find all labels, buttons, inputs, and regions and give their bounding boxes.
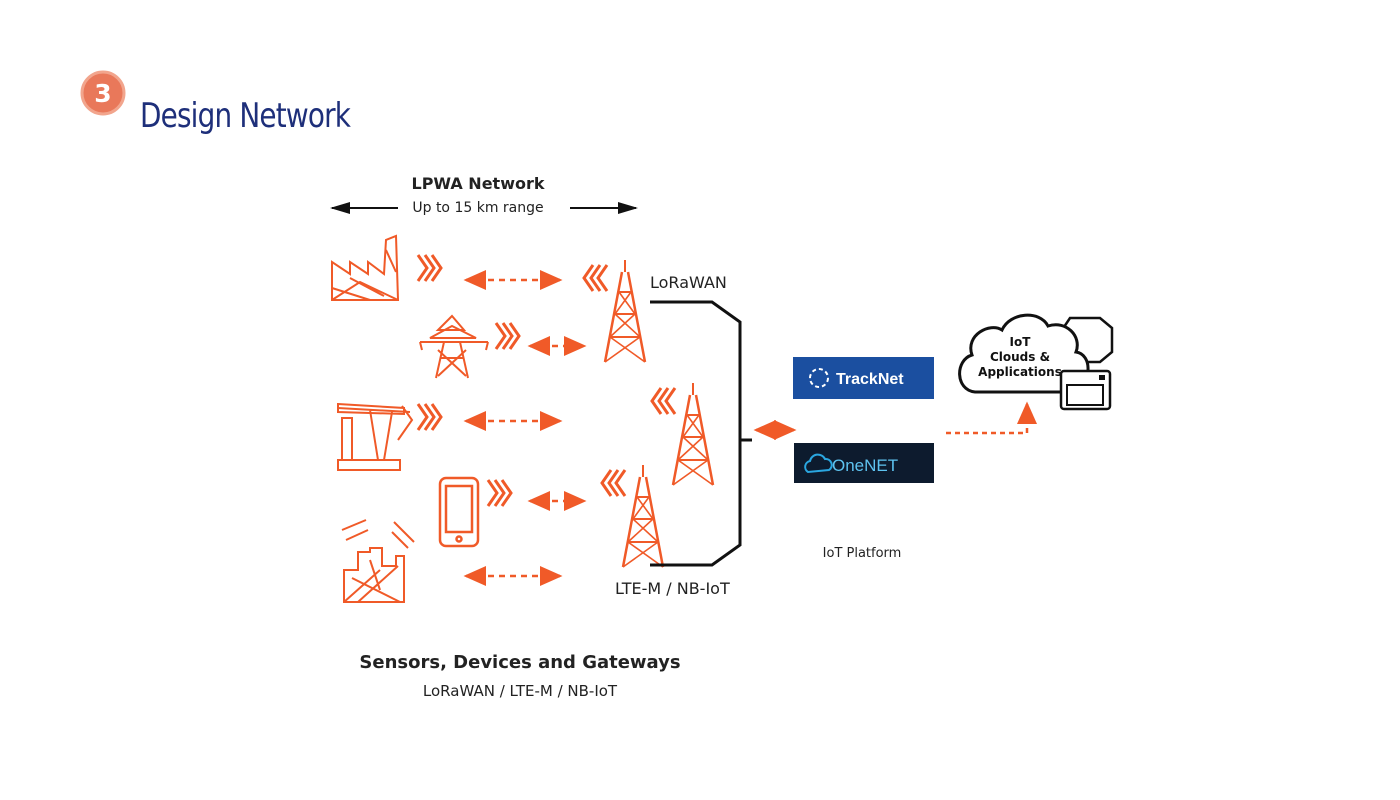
city-buildings-icon [341, 519, 415, 603]
signal-chevrons [416, 253, 443, 283]
page-title: Design Network [140, 96, 351, 136]
step-number-badge: 3 [80, 70, 126, 116]
cloud-line-3: Applications [978, 365, 1062, 379]
smartphone-icon [438, 476, 480, 548]
signal-chevrons [416, 402, 443, 432]
lorawan-tower-icon [603, 258, 647, 364]
iot-cloud-icon: IoT Clouds & Applications [958, 313, 1114, 394]
cloud-link-arrow [946, 401, 1037, 435]
onenet-label: OneNET [832, 456, 898, 475]
lorawan-label: LoRaWAN [650, 273, 727, 292]
signal-chevrons [494, 321, 521, 351]
signal-chevrons [600, 468, 627, 498]
cloud-line-1: IoT [1010, 335, 1032, 349]
power-pylon-icon [419, 314, 489, 379]
network-bracket [650, 300, 742, 567]
pump-jack-icon [337, 402, 414, 471]
application-window-icon [1059, 369, 1112, 411]
lte-nbiot-label: LTE-M / NB-IoT [615, 579, 730, 598]
signal-chevrons [486, 478, 513, 508]
cloud-icon [804, 453, 833, 474]
lpwa-network-label: LPWA Network [412, 174, 545, 193]
signal-chevrons [582, 263, 609, 293]
tracknet-logo: TrackNet [793, 357, 934, 399]
range-label: Up to 15 km range [412, 200, 543, 216]
footer-subtitle: LoRaWAN / LTE-M / NB-IoT [423, 682, 618, 700]
tracknet-label: TrackNet [836, 371, 904, 388]
cell-tower-icon [671, 381, 715, 487]
footer-title: Sensors, Devices and Gateways [359, 652, 680, 673]
step-number: 3 [94, 79, 111, 108]
onenet-logo: OneNET [794, 443, 934, 483]
cell-tower-icon [621, 463, 665, 569]
cloud-line-2: Clouds & [990, 350, 1050, 364]
signal-chevrons [650, 386, 677, 416]
iot-platform-label: IoT Platform [823, 546, 902, 561]
factory-icon [331, 234, 400, 301]
